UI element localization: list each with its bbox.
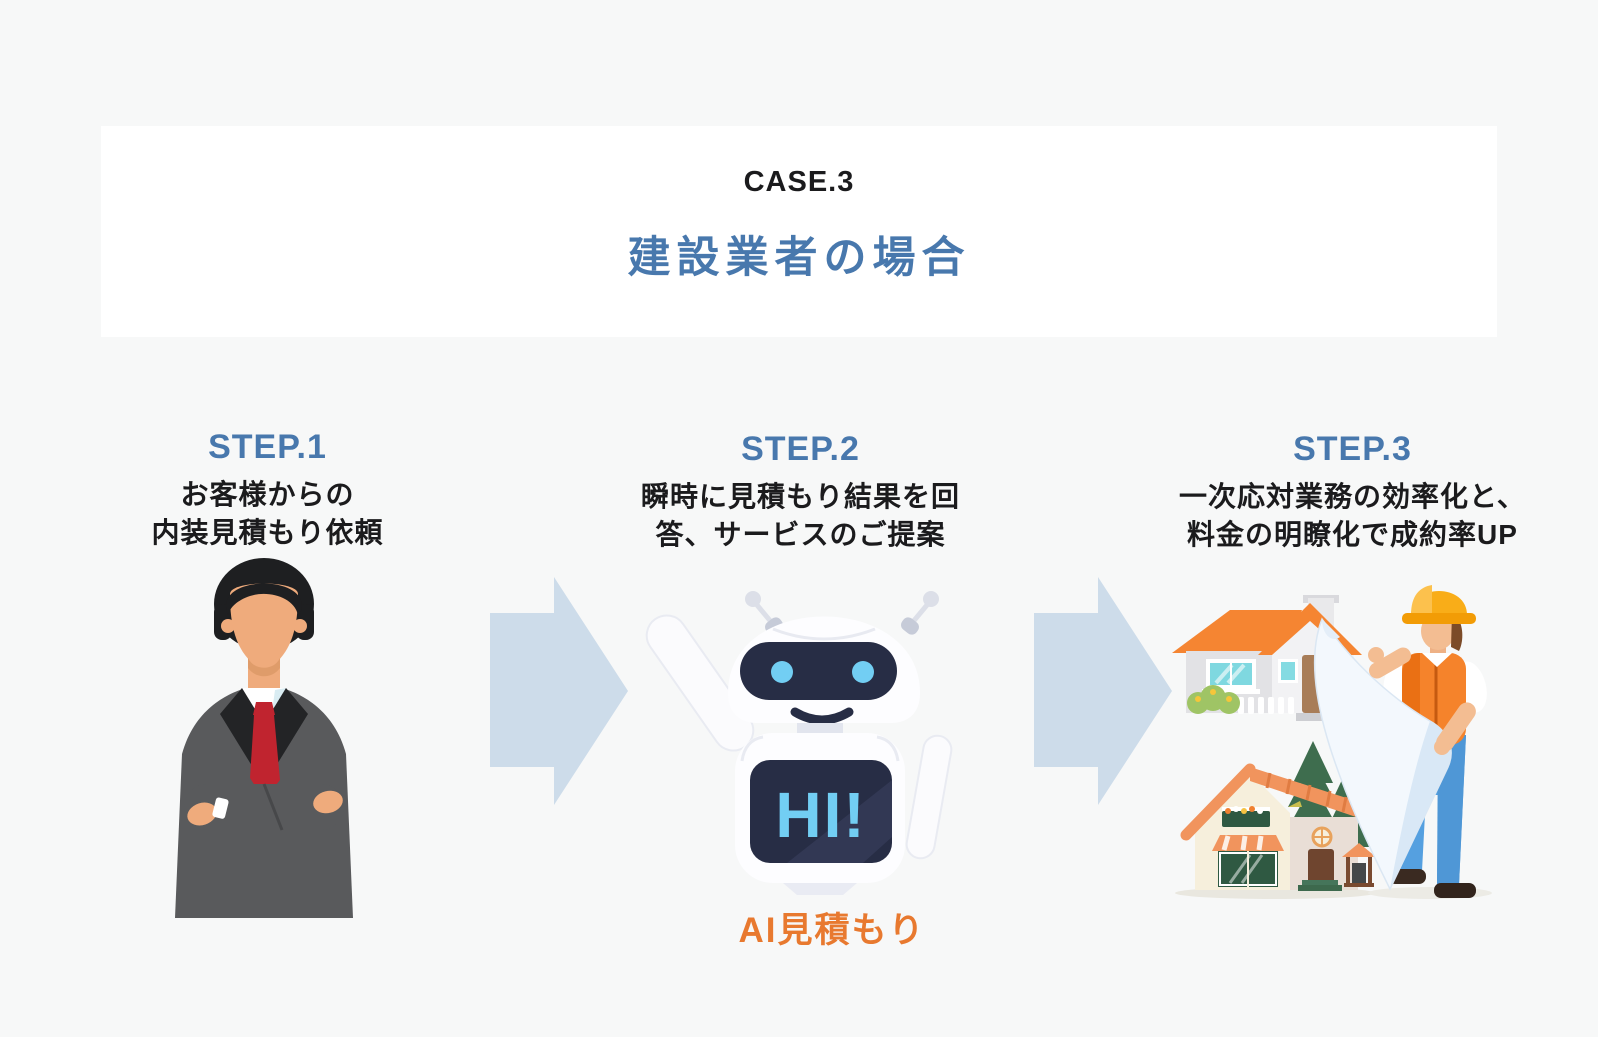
cottage-house [1175, 763, 1376, 899]
arrow-right-icon [490, 577, 628, 805]
robot-smile [790, 707, 854, 725]
blueprint-sheet [1313, 617, 1452, 891]
step-2-label: STEP.2 [741, 430, 860, 468]
case-label: CASE.3 [743, 166, 855, 198]
step-3-label: STEP.3 [1293, 430, 1412, 468]
businessman-illustration [175, 558, 353, 918]
step-3-block: STEP.3 一次応対業務の効率化と、 料金の明瞭化で成約率UP [1135, 430, 1570, 554]
step-desc-line: 一次応対業務の効率化と、 [1179, 481, 1526, 512]
step-desc-line: 内装見積もり依頼 [151, 517, 384, 548]
robot-illustration: HI! [645, 591, 953, 895]
step-2-description: 瞬時に見積もり結果を回 答、サービスのご提案 [608, 478, 993, 554]
ai-estimate-caption: AI見積もり [738, 911, 926, 950]
step-desc-line: お客様からの [180, 479, 355, 510]
robot-eye [852, 661, 874, 683]
construction-worker [1313, 585, 1492, 899]
arrow-right-icon [1034, 577, 1172, 805]
page-title: 建設業者の場合 [627, 234, 971, 282]
header-panel: CASE.3 建設業者の場合 [101, 126, 1497, 337]
step-desc-line: 料金の明瞭化で成約率UP [1187, 519, 1518, 550]
robot-screen-text: HI! [775, 779, 866, 851]
step-desc-line: 答、サービスのご提案 [655, 519, 946, 550]
robot-eye [771, 661, 793, 683]
houses-worker-illustration [1172, 585, 1492, 899]
step-3-description: 一次応対業務の効率化と、 料金の明瞭化で成約率UP [1135, 478, 1570, 554]
step-1-label: STEP.1 [208, 428, 327, 466]
step-2-block: STEP.2 瞬時に見積もり結果を回 答、サービスのご提案 [608, 430, 993, 554]
step-1-description: お客様からの 内装見積もり依頼 [75, 476, 460, 552]
step-desc-line: 瞬時に見積もり結果を回 [640, 481, 960, 512]
step-1-block: STEP.1 お客様からの 内装見積もり依頼 [75, 428, 460, 552]
robot-visor [740, 642, 897, 700]
